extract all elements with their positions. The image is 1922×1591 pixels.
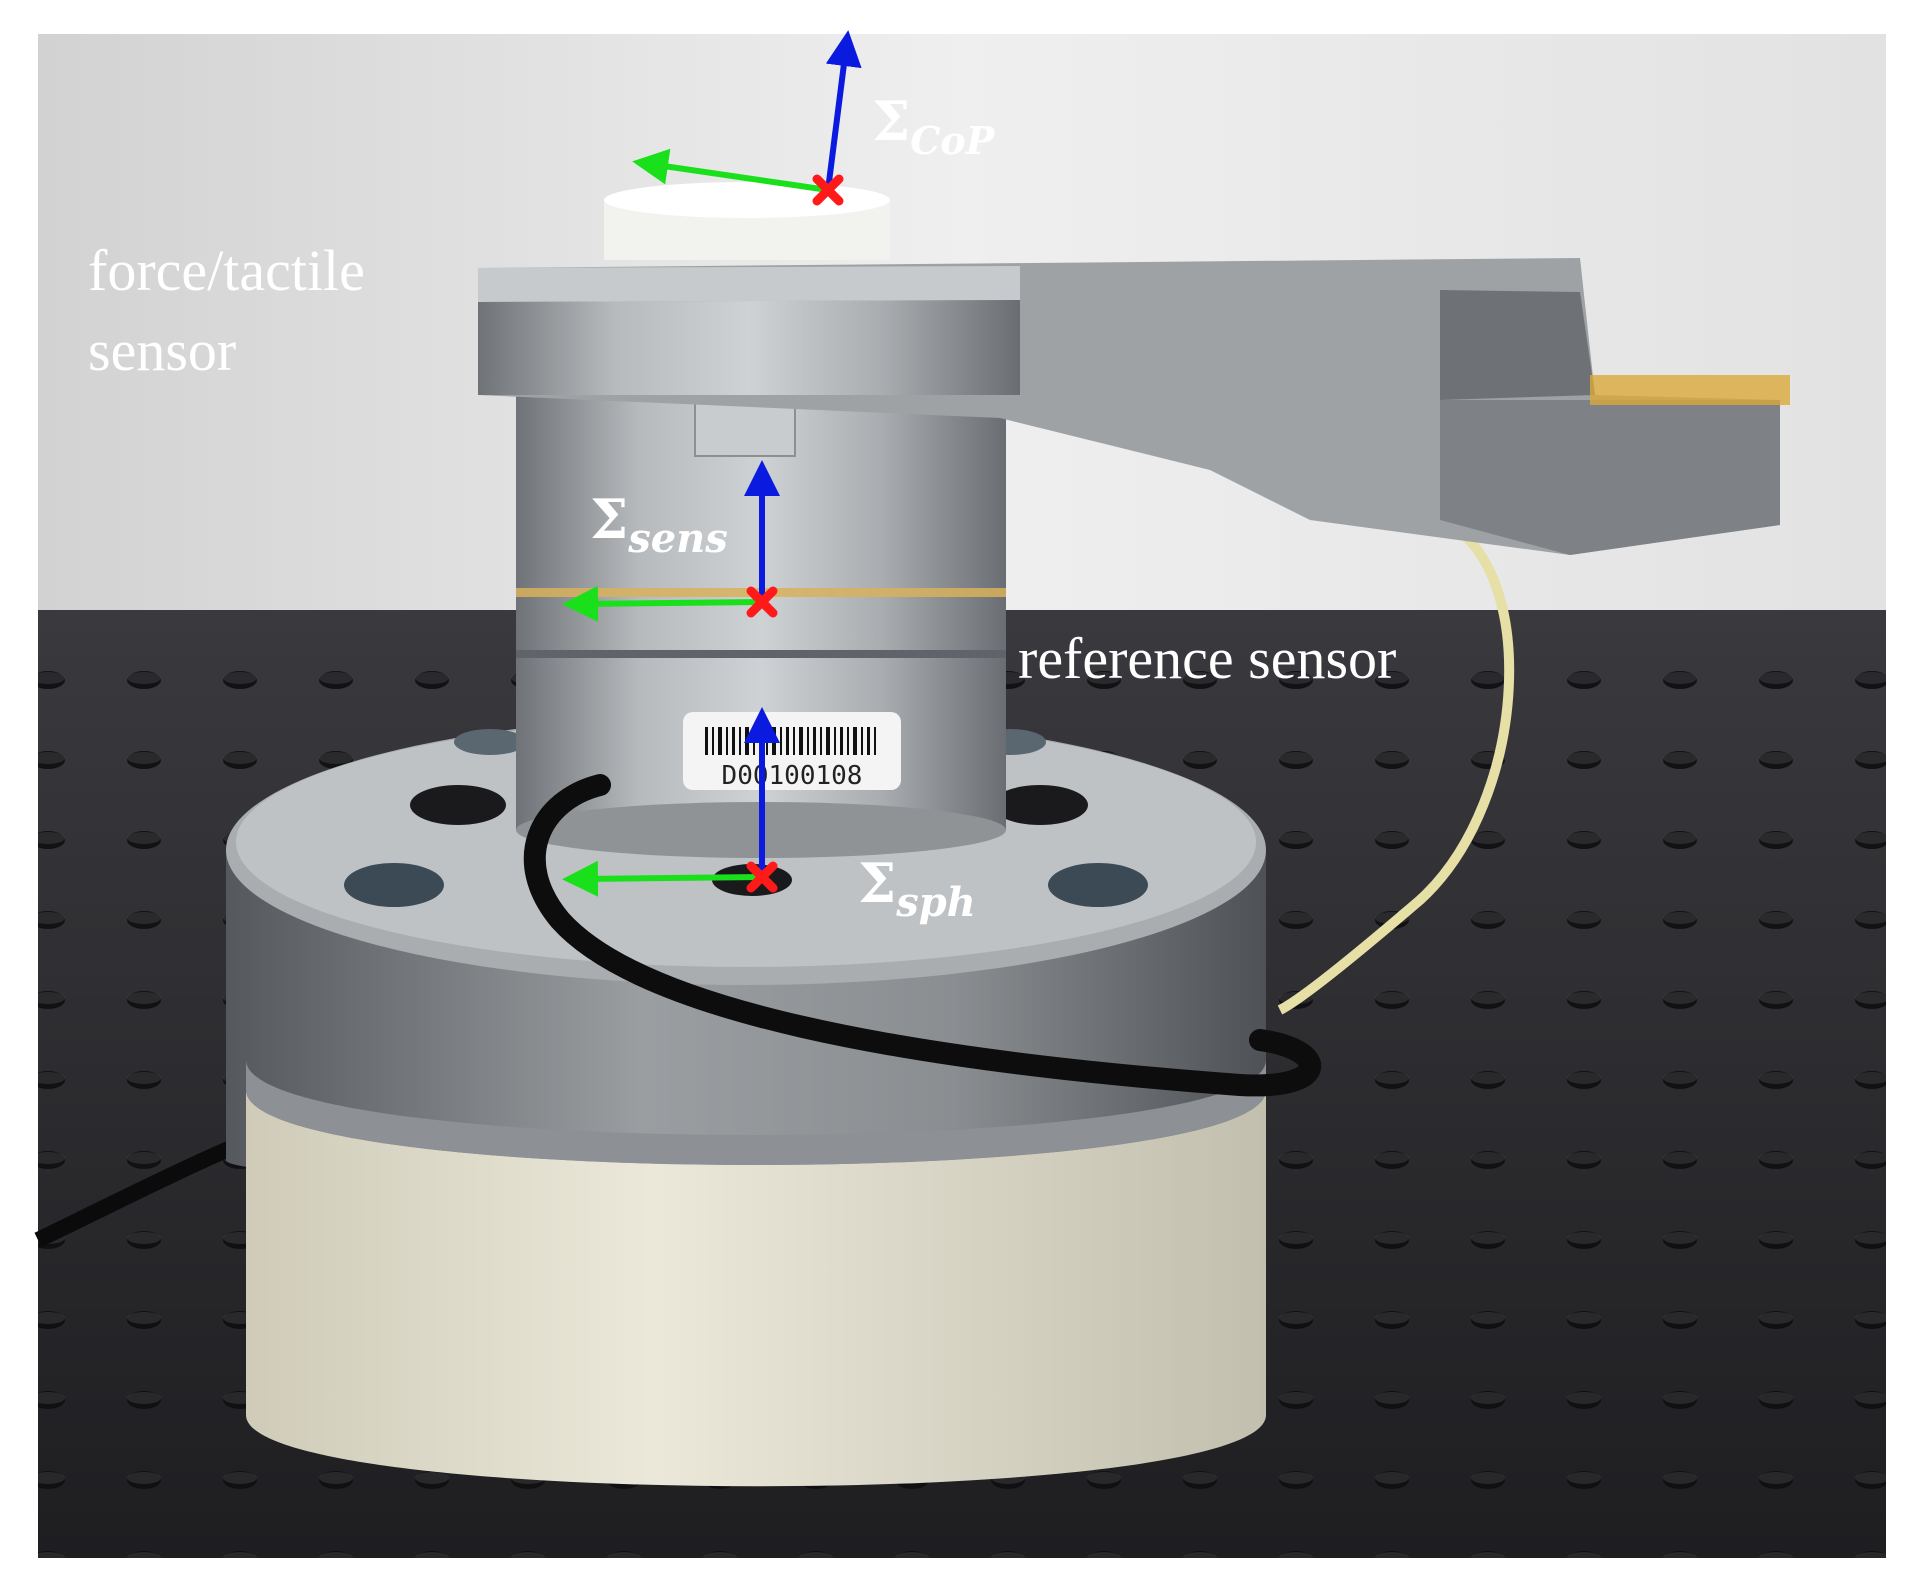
frame-sph: Σsph [562, 707, 976, 926]
barcode-sticker [683, 712, 901, 790]
flange-screw [454, 729, 526, 755]
ribbon-cable [1277, 515, 1515, 1015]
sens-frame-label: Σsens [590, 487, 728, 562]
tactile-sensor-label-line2: sensor [88, 318, 236, 383]
cop-frame-label: ΣCoP [872, 89, 996, 163]
sph-x-axis [562, 860, 763, 897]
cop-origin-marker [812, 174, 844, 206]
sens-origin-marker [746, 586, 778, 618]
frame-cop: ΣCoP [632, 30, 996, 206]
reference-sensor-cable [523, 774, 1321, 1097]
flange-screw [344, 863, 444, 907]
reference-sensor-label: reference sensor [1018, 626, 1396, 691]
flange-screw [1048, 863, 1148, 907]
frame-sens: Σsens [562, 460, 780, 622]
sph-frame-label: Σsph [858, 851, 976, 926]
flange-hole [992, 785, 1088, 825]
cop-x-axis [632, 148, 829, 193]
printed-base [246, 1060, 1266, 1487]
barcode-text: D00100108 [722, 761, 863, 791]
flange-hole [410, 785, 506, 825]
sens-x-axis [562, 585, 763, 622]
sph-origin-marker [746, 861, 778, 893]
cop-z-axis [825, 30, 862, 191]
tactile-sensor-plate [478, 258, 1790, 555]
tactile-sensor-label-line1: force/tactile [88, 238, 365, 303]
flex-connector [1590, 375, 1790, 405]
tactile-cap [604, 182, 890, 260]
